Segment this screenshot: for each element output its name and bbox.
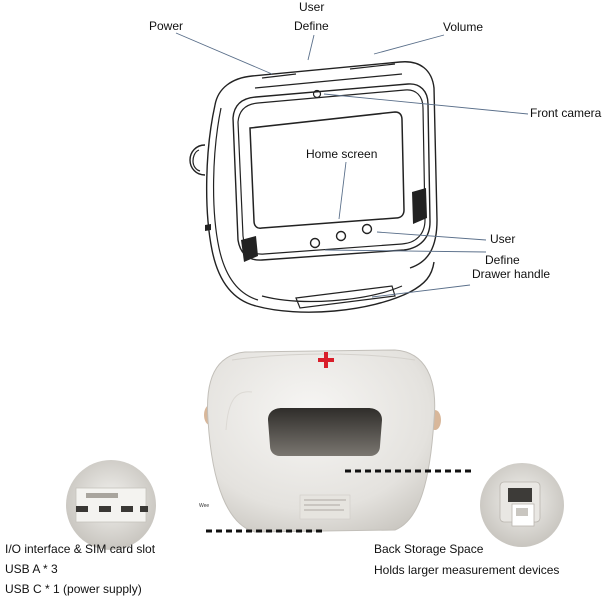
label-define-right: Define [485,253,520,267]
label-define-top: Define [294,19,329,33]
label-front-camera: Front camera [530,106,602,120]
label-home-screen: Home screen [306,147,378,161]
label-user-top: User [299,0,325,14]
caption-right-line: Back Storage Space [374,542,484,556]
caption-left-line: I/O interface & SIM card slot [5,542,156,556]
device-back-photo [204,349,441,533]
leader-lines [175,32,529,298]
dashed-pointers [206,469,472,533]
caption-right-line: Holds larger measurement devices [374,563,560,577]
label-power: Power [149,19,184,33]
label-drawer-handle: Drawer handle [472,267,551,281]
caption-left-line: USB C * 1 (power supply) [5,582,142,596]
label-volume: Volume [443,20,484,34]
label-user-right: User [490,232,516,246]
tiny-mark: Wee [199,503,209,509]
device-line-drawing [189,61,438,313]
io-port-detail [66,460,156,550]
storage-detail [480,463,564,547]
caption-left-line: USB A * 3 [5,562,58,576]
